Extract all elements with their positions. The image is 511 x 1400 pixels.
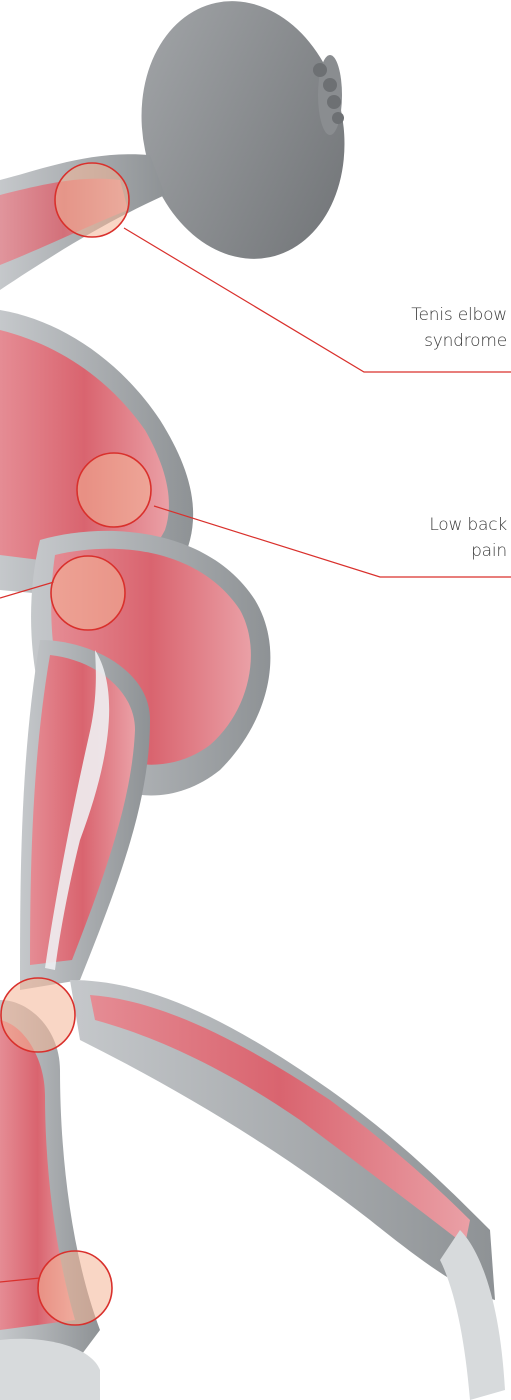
thigh-illustration — [20, 640, 150, 990]
tennis-elbow-label-line2: syndrome — [411, 328, 507, 354]
low-back-pain-label-line2: pain — [429, 538, 507, 564]
tennis-elbow-label-line1: Tenis elbow — [411, 302, 507, 328]
back-leg-illustration — [70, 980, 505, 1400]
hip-highlight-circle — [51, 556, 125, 630]
low-back-pain-label-line1: Low back — [429, 512, 507, 538]
front-shin-illustration — [0, 1000, 100, 1400]
elbow-highlight-circle — [55, 163, 129, 237]
tennis-elbow-label: Tenis elbow syndrome — [411, 302, 507, 354]
low-back-pain-label: Low back pain — [429, 512, 507, 564]
discus-icon — [118, 0, 368, 278]
ankle-highlight-circle — [38, 1251, 112, 1325]
knee-highlight-circle — [1, 978, 75, 1052]
low-back-highlight-circle — [77, 453, 151, 527]
